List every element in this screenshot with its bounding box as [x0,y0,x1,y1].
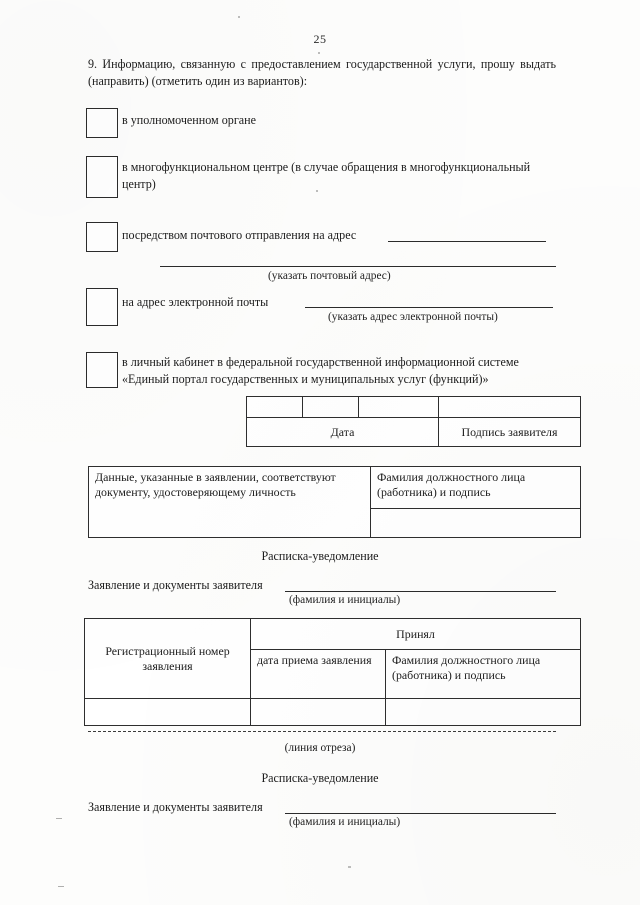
scan-speck [316,190,318,192]
cut-line-caption: (линия отреза) [284,742,356,754]
acceptance-date-value[interactable] [250,698,386,726]
receipt-second-line-label: Заявление и документы заявителя [88,800,263,814]
checkbox-authorized-body[interactable] [86,108,118,138]
checkbox-email-address[interactable] [86,288,118,326]
signature-table-date-label: Дата [246,417,439,447]
checkbox-postal-dispatch[interactable] [86,222,118,252]
receipt-first-caption: (фамилия и инициалы) [289,594,401,606]
option-authorized-body-label: в уполномоченном органе [122,113,256,127]
signature-date-year-cell[interactable] [358,396,439,418]
registration-table: Регистрационный номер заявления Принял д… [84,618,582,726]
receipt-second-name-field[interactable] [285,813,556,814]
option-multifunctional-centre-label: в многофункциональном центре (в случае о… [122,160,531,191]
table-row: Дата Подпись заявителя [246,417,581,447]
signature-date-month-cell[interactable] [302,396,359,418]
signature-date-day-cell[interactable] [246,396,303,418]
receipt-first-line-label: Заявление и документы заявителя [88,578,263,592]
option-email-address-label: на адрес электронной почты [122,295,269,309]
cut-line [88,731,556,732]
scan-speck [348,866,351,868]
identity-confirmation-text: Данные, указанные в заявлении, соответст… [88,466,371,538]
signature-table: Дата Подпись заявителя [246,396,581,447]
postal-address-field-line-1[interactable] [388,241,546,242]
signature-table-applicant-label: Подпись заявителя [438,417,581,447]
official-signature-cell[interactable] [370,507,581,539]
email-address-caption: (указать адрес электронной почты) [328,311,498,323]
receipt-title-second: Расписка-уведомление [261,771,379,785]
table-row [84,698,582,726]
official-name-signature-value[interactable] [384,698,582,726]
checkbox-personal-account-epgu[interactable] [86,352,118,388]
table-row [246,396,581,418]
table-row: Данные, указанные в заявлении, соответст… [88,466,581,538]
page-number: 25 [313,32,327,46]
option-postal-dispatch-label: посредством почтового отправления на адр… [122,228,357,242]
table-row [89,507,581,539]
postal-address-caption: (указать почтовый адрес) [268,270,391,282]
email-address-field-line[interactable] [305,307,553,308]
receipt-first-name-field[interactable] [285,591,556,592]
registration-number-header: Регистрационный номер заявления [84,618,251,699]
official-name-header: Фамилия должностного лица (работника) и … [370,466,581,509]
checkbox-multifunctional-centre[interactable] [86,156,118,198]
scan-edge-mark [56,818,62,819]
scan-speck [318,52,320,54]
table-row: Регистрационный номер заявления Принял [84,618,582,699]
scan-edge-mark [58,886,64,887]
option-personal-account-epgu-label: в личный кабинет в федеральной государст… [122,355,519,386]
receipt-second-caption: (фамилия и инициалы) [289,816,401,828]
acceptance-date-header: дата приема заявления [250,649,386,699]
applicant-signature-cell[interactable] [438,396,581,418]
confirmation-table: Данные, указанные в заявлении, соответст… [88,466,581,539]
scan-speck [238,16,240,18]
receipt-title-first: Расписка-уведомление [261,549,379,563]
registration-number-value[interactable] [84,698,251,726]
official-name-signature-header: Фамилия должностного лица (работника) и … [384,649,582,699]
accepted-by-header: Принял [249,618,582,650]
postal-address-field-line-2[interactable] [160,266,556,267]
question-paragraph: 9. Информацию, связанную с предоставлени… [88,57,556,88]
